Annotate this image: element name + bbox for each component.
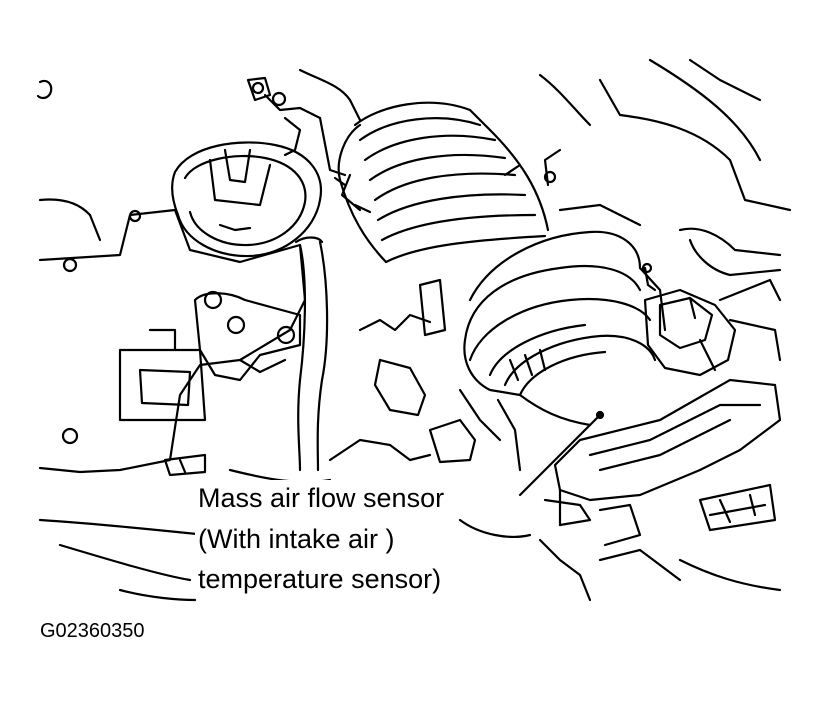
callout-label-line-1: Mass air flow sensor <box>195 480 448 516</box>
mass-air-flow-sensor-housing <box>463 230 667 427</box>
intake-air-duct <box>333 101 550 264</box>
oil-filler-cap <box>171 141 322 258</box>
lower-body-contours <box>38 278 782 602</box>
engine-side-panel <box>38 198 307 477</box>
corner-mark <box>36 79 53 100</box>
figure-code: G02360350 <box>40 620 145 642</box>
callout-leader-dot <box>595 410 605 420</box>
sensor-connector <box>641 262 737 377</box>
mounting-bracket <box>193 290 302 382</box>
breather-hose <box>294 236 329 472</box>
callout-label-line-3: temperature sensor) <box>195 561 445 597</box>
lower-support-arm <box>538 378 782 602</box>
upper-brackets <box>246 68 362 177</box>
right-side-structure <box>503 58 792 362</box>
callout-label-line-2: (With intake air ) <box>195 521 398 557</box>
callout-leader-line <box>518 413 602 497</box>
